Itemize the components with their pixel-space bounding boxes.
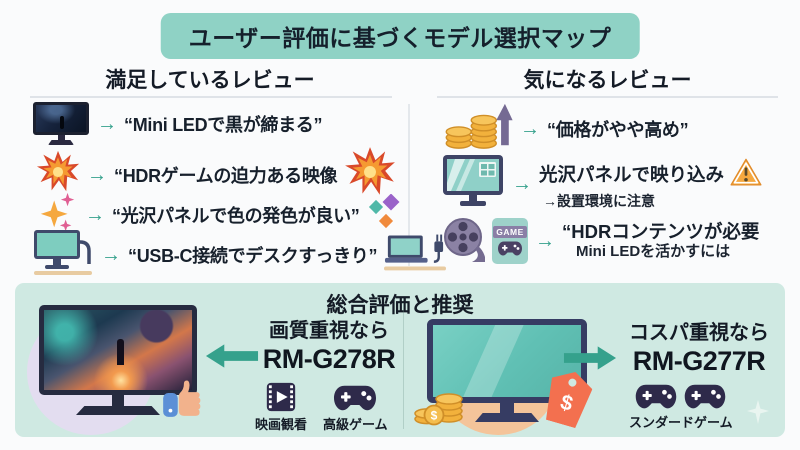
premium-game-badge-label: 高級ゲーム	[323, 417, 388, 432]
sparkles-icon	[38, 191, 78, 238]
movie-icon	[266, 382, 296, 412]
review-subtext: →設置環境に注意	[543, 192, 655, 209]
review-text: 光沢パネルで映り込み	[539, 164, 725, 186]
explosion-icon	[344, 146, 396, 203]
laptop-plug-icon	[384, 231, 447, 278]
arrow-icon: →	[520, 117, 540, 140]
column-divider	[408, 104, 410, 266]
left-model-name: RM-G278R	[262, 344, 396, 374]
satisfied-item-2: → “HDRゲームの迫力ある映像	[36, 146, 396, 203]
satisfied-header-underline	[30, 96, 392, 98]
tag-currency-symbol: $	[557, 390, 576, 416]
arrow-icon: →	[512, 172, 532, 195]
review-text: “光沢パネルで色の発色が良い”	[112, 205, 360, 226]
review-subtext: Mini LEDを活かすには	[576, 243, 731, 261]
game-card-label: GAME	[493, 225, 527, 238]
left-caption: 画質重視なら	[269, 320, 389, 342]
review-text: “価格がやや高め”	[547, 119, 689, 140]
right-caption: コスパ重視なら	[629, 322, 769, 344]
premium-game-badge: 高級ゲーム	[323, 384, 388, 433]
left-arrow-icon	[205, 344, 259, 368]
gamepad-icon	[334, 385, 377, 411]
standard-game-badge-label: スンダードゲーム	[629, 415, 733, 430]
thumbs-up-icon	[161, 369, 207, 424]
summary-divider	[403, 303, 404, 429]
standard-game-badge: スンダードゲーム	[629, 383, 733, 431]
right-model-name: RM-G277R	[632, 346, 766, 376]
review-text: “HDRゲームの迫力ある映像	[114, 165, 338, 186]
arrow-icon: →	[101, 243, 121, 266]
concern-item-2: → 光沢パネルで映り込み →設置環境に注意	[441, 152, 763, 215]
concern-item-1: → “価格がやや高め”	[443, 101, 689, 156]
gaming-monitor-illustration	[39, 305, 197, 415]
summary-panel: 総合評価と推奨 画質重視なら RM-G278R	[15, 283, 785, 437]
concern-item-3: GAME → “HDRコンテンツが必要 Mini LEDを活かすには	[441, 216, 759, 266]
movie-badge-label: 映画観看	[255, 417, 308, 432]
arrow-icon: →	[97, 112, 117, 135]
review-text: “Mini LEDで黒が締まる”	[124, 114, 323, 135]
monitor-dark-icon	[32, 102, 90, 145]
warning-icon	[729, 157, 763, 193]
sparkle-icon	[745, 398, 771, 431]
coins-icon: $	[413, 371, 471, 432]
arrow-icon: →	[535, 230, 555, 252]
film-reel-icon	[444, 218, 485, 262]
gamepad-icon	[636, 384, 677, 409]
glossy-monitor-icon	[441, 152, 505, 215]
page-title-text: ユーザー評価に基づくモデル選択マップ	[188, 25, 612, 51]
right-recommendation: コスパ重視なら RM-G277R	[611, 321, 787, 377]
concerns-header: 気になるレビュー	[523, 69, 692, 92]
satisfied-header: 満足しているレビュー	[105, 69, 315, 92]
game-card-icon: GAME	[492, 218, 528, 264]
page-title: ユーザー評価に基づくモデル選択マップ	[160, 13, 640, 59]
satisfied-item-3: → “光沢パネルで色の発色が良い”	[38, 191, 401, 238]
gamepad-icon	[498, 241, 522, 255]
arrow-icon: →	[85, 203, 105, 226]
film-reel-game-icon: GAME	[441, 216, 528, 266]
review-text: “USB-C接続でデスクすっきり”	[128, 245, 378, 266]
left-recommendation: 画質重視なら RM-G278R	[249, 319, 409, 375]
monitor-usbc-icon	[32, 228, 94, 281]
movie-badge: 映画観看	[255, 382, 307, 433]
right-arrow-icon	[563, 346, 617, 370]
coins-rising-icon	[443, 101, 513, 156]
satisfied-item-4: → “USB-C接続でデスクすっきり”	[32, 228, 447, 281]
gamepad-icon	[685, 384, 726, 409]
diamond-sparkles-icon	[367, 193, 401, 235]
summary-header: 総合評価と推奨	[326, 294, 474, 317]
satisfied-item-1: → “Mini LEDで黒が締まる”	[32, 102, 323, 145]
review-text: “HDRコンテンツが必要	[562, 221, 760, 243]
coin-currency-symbol: $	[431, 409, 438, 423]
concerns-header-underline	[437, 96, 778, 98]
arrow-icon: →	[87, 163, 107, 186]
explosion-icon	[36, 150, 80, 199]
